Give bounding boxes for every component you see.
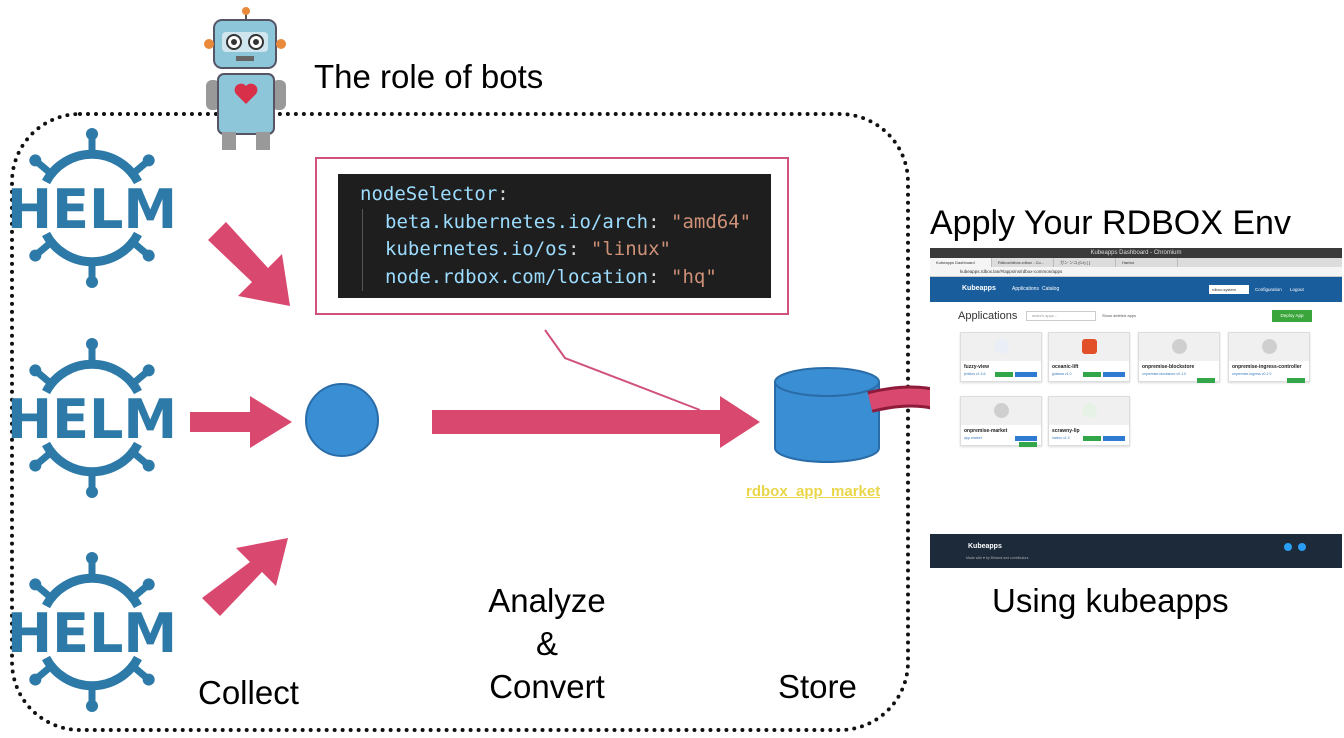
analyze-label: Analyze — [488, 582, 606, 619]
app-card[interactable]: scrawny-lip harbor v1.0 — [1048, 396, 1130, 446]
code-callout: nodeSelector: beta.kubernetes.io/arch: "… — [315, 157, 789, 315]
using-caption: Using kubeapps — [992, 582, 1229, 619]
nav-logout[interactable]: Logout — [1290, 287, 1304, 292]
browser-tab[interactable]: Rdbox/rdbox-rdbox - Co... — [992, 258, 1054, 267]
page-title: Applications — [958, 310, 1018, 322]
browser-tab[interactable]: ガン ンコ (0-t) [ ] — [1054, 258, 1116, 267]
kubeapps-navbar: Kubeapps Applications Catalog rdbox-syst… — [930, 277, 1342, 302]
database-icon — [774, 367, 880, 463]
apply-title: Apply Your RDBOX Env — [930, 204, 1291, 242]
code-entry: kubernetes.io/os: "linux" — [362, 236, 771, 264]
namespace-badge — [1015, 436, 1037, 441]
kubeapps-logo[interactable]: Kubeapps — [962, 285, 996, 292]
status-badge — [1083, 372, 1101, 377]
nav-applications[interactable]: Applications — [1012, 286, 1039, 292]
code-entry: beta.kubernetes.io/arch: "amd64" — [362, 208, 771, 236]
diagram-title: The role of bots — [314, 58, 544, 95]
browser-tab[interactable]: Harbor — [1116, 258, 1178, 267]
namespace-badge — [1103, 372, 1125, 377]
helm-logo: HELM — [7, 552, 177, 712]
status-badge — [1197, 378, 1215, 383]
browser-tabs: Kubeapps Dashboard Rdbox/rdbox-rdbox - C… — [930, 258, 1342, 267]
helm-logo: HELM — [7, 128, 177, 288]
status-badge — [1019, 442, 1037, 447]
status-badge — [995, 372, 1013, 377]
kubeapps-footer: Kubeapps Made with ♥ by Bitnami and cont… — [930, 534, 1342, 568]
namespace-select[interactable]: rdbox-system — [1209, 285, 1249, 294]
app-card[interactable]: oceanic-lift grafana v1.0 — [1048, 332, 1130, 382]
bot-scope-box — [10, 112, 910, 732]
address-url: kubeapps.rdbox.lan/#/apps/ns/rdbox-commo… — [960, 269, 1063, 274]
code-root-key: nodeSelector — [360, 183, 498, 205]
app-card[interactable]: onpremise-blockstore onpremise-blockstor… — [1138, 332, 1220, 383]
collect-arrow-bottom — [202, 538, 288, 616]
callout-line — [544, 329, 701, 411]
namespace-badge — [1015, 372, 1037, 377]
kubeapps-screenshot: Kubeapps Dashboard - Chromium Kubeapps D… — [930, 248, 1342, 568]
helm-logo: HELM — [7, 338, 177, 498]
show-deleted-checkbox[interactable]: Show deleted apps — [1102, 313, 1137, 318]
helm-logo-text: HELM — [7, 178, 177, 241]
browser-tab[interactable]: Kubeapps Dashboard — [930, 258, 992, 267]
placeholder-icon — [994, 403, 1009, 418]
store-label: Store — [778, 668, 857, 705]
harbor-icon — [1082, 403, 1097, 418]
convert-label: Convert — [489, 668, 605, 705]
collect-arrow-middle — [190, 396, 292, 448]
code-block: nodeSelector: beta.kubernetes.io/arch: "… — [338, 174, 771, 298]
jenkins-icon — [994, 339, 1009, 354]
ampersand-label: & — [535, 625, 558, 662]
footer-logo: Kubeapps — [968, 543, 1002, 550]
github-icon[interactable] — [1298, 543, 1306, 551]
robot-icon — [204, 7, 286, 150]
store-arrow — [432, 396, 760, 448]
app-card[interactable]: onpremise-ingress-controller onpremise-i… — [1228, 332, 1310, 383]
status-badge — [1287, 378, 1305, 383]
status-badge — [1083, 436, 1101, 441]
address-bar[interactable]: kubeapps.rdbox.lan/#/apps/ns/rdbox-commo… — [930, 267, 1342, 277]
deploy-app-button[interactable]: Deploy App — [1272, 310, 1312, 322]
helm-logo-text: HELM — [7, 602, 177, 665]
collect-label: Collect — [198, 674, 299, 711]
placeholder-icon — [1262, 339, 1277, 354]
search-input[interactable]: search apps... — [1026, 311, 1096, 321]
app-card[interactable]: fuzzy-view jenkins v1.3.6 — [960, 332, 1042, 382]
twitter-icon[interactable] — [1284, 543, 1292, 551]
store-name[interactable]: rdbox_app_market — [746, 483, 881, 500]
grafana-icon — [1082, 339, 1097, 354]
nav-configuration[interactable]: Configuration — [1255, 287, 1282, 292]
collect-arrow-top — [208, 222, 290, 306]
code-entry: node.rdbox.com/location: "hq" — [362, 263, 771, 291]
arrows-group — [190, 222, 760, 616]
nav-catalog[interactable]: Catalog — [1042, 286, 1060, 292]
namespace-badge — [1103, 436, 1125, 441]
app-card[interactable]: onpremise-market app-market — [960, 396, 1042, 447]
window-title: Kubeapps Dashboard - Chromium — [930, 248, 1342, 258]
placeholder-icon — [1172, 339, 1187, 354]
footer-note: Made with ♥ by Bitnami and contributors — [966, 556, 1029, 560]
analyze-node — [305, 383, 379, 457]
helm-logo-text: HELM — [7, 388, 177, 451]
